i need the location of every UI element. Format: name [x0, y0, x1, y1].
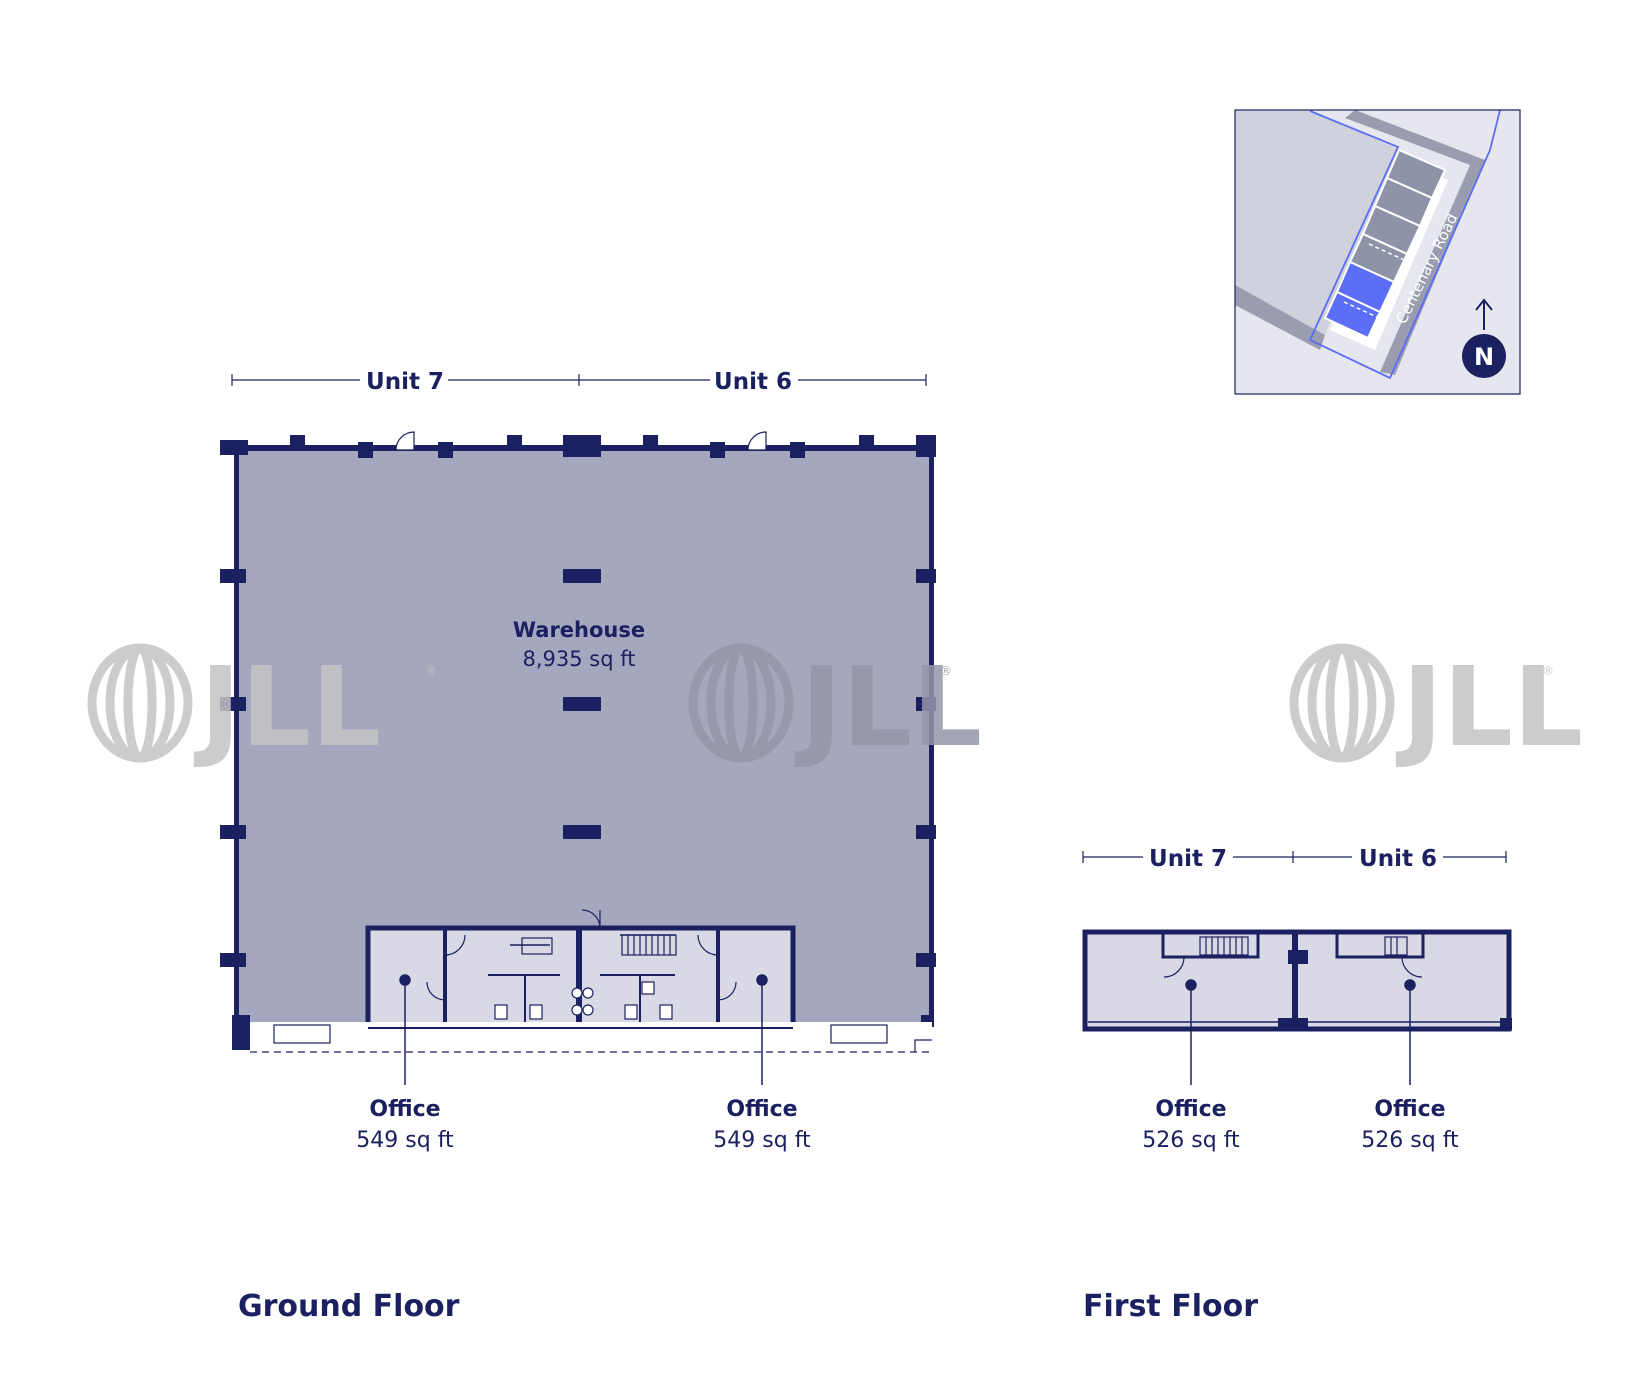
- svg-text:®: ®: [1542, 664, 1554, 678]
- north-arrow-icon: [1462, 298, 1506, 378]
- svg-text:JLL: JLL: [1395, 643, 1583, 771]
- warehouse-area-text: 8,935 sq ft: [523, 647, 636, 671]
- north-label: N: [1474, 343, 1494, 371]
- first-office-leaders: [1185, 979, 1416, 1085]
- ground-stairs: [521, 934, 677, 956]
- jll-watermarks: JLL ® JLL ® JLL ®: [87, 643, 1583, 771]
- ground-unit-6-label: Unit 6: [714, 369, 792, 395]
- ground-floor-title: Ground Floor: [238, 1289, 460, 1324]
- map-access-road-south: [1235, 285, 1325, 350]
- ground-office-leaders: [399, 974, 768, 1085]
- first-unit-6-label: Unit 6: [1359, 846, 1437, 872]
- jll-watermark-center: JLL ®: [688, 643, 982, 771]
- warehouse-name: Warehouse: [513, 618, 645, 642]
- warehouse-doors: [395, 431, 767, 451]
- ground-office-left-name: Office: [369, 1097, 440, 1122]
- ground-office-left-area: 549 sq ft: [356, 1128, 454, 1153]
- svg-text:®: ®: [425, 664, 437, 678]
- ground-floor-plan: Unit 7 Unit 6: [220, 369, 936, 1324]
- svg-text:JLL: JLL: [193, 643, 381, 771]
- first-floor-columns: [1278, 950, 1512, 1030]
- first-floor-stairs: [1199, 936, 1408, 956]
- first-office-left-name: Office: [1155, 1097, 1226, 1122]
- ground-unit-dimension-line: [231, 374, 927, 386]
- first-unit-dimension-line: [1082, 851, 1507, 863]
- first-office-left-area: 526 sq ft: [1142, 1128, 1240, 1153]
- ground-wc-fixtures: [494, 981, 673, 1020]
- ground-office-right-area: 549 sq ft: [713, 1128, 811, 1153]
- ground-unit-7-label: Unit 7: [366, 369, 444, 395]
- structural-columns: [220, 435, 936, 1050]
- map-site-block: [1235, 110, 1400, 335]
- first-office-right-area: 526 sq ft: [1361, 1128, 1459, 1153]
- svg-text:®: ®: [940, 664, 952, 678]
- site-location-map: Centenary Road N: [1234, 109, 1521, 395]
- first-floor-title: First Floor: [1083, 1289, 1258, 1324]
- map-site-boundary-line: [1308, 110, 1501, 380]
- first-unit-7-label: Unit 7: [1149, 846, 1227, 872]
- ground-office-right-name: Office: [726, 1097, 797, 1122]
- first-office-right-name: Office: [1374, 1097, 1445, 1122]
- jll-watermark-left: JLL ®: [87, 643, 437, 771]
- first-floor-plan: Unit 7 Unit 6: [1082, 846, 1512, 1324]
- jll-watermark-right: JLL ®: [1289, 643, 1583, 771]
- svg-text:JLL: JLL: [794, 643, 982, 771]
- map-unit-blocks: [1323, 148, 1447, 340]
- ground-office-doors: [426, 909, 737, 1001]
- ground-office-block: [365, 909, 796, 1031]
- ground-front-apron: [250, 1022, 932, 1053]
